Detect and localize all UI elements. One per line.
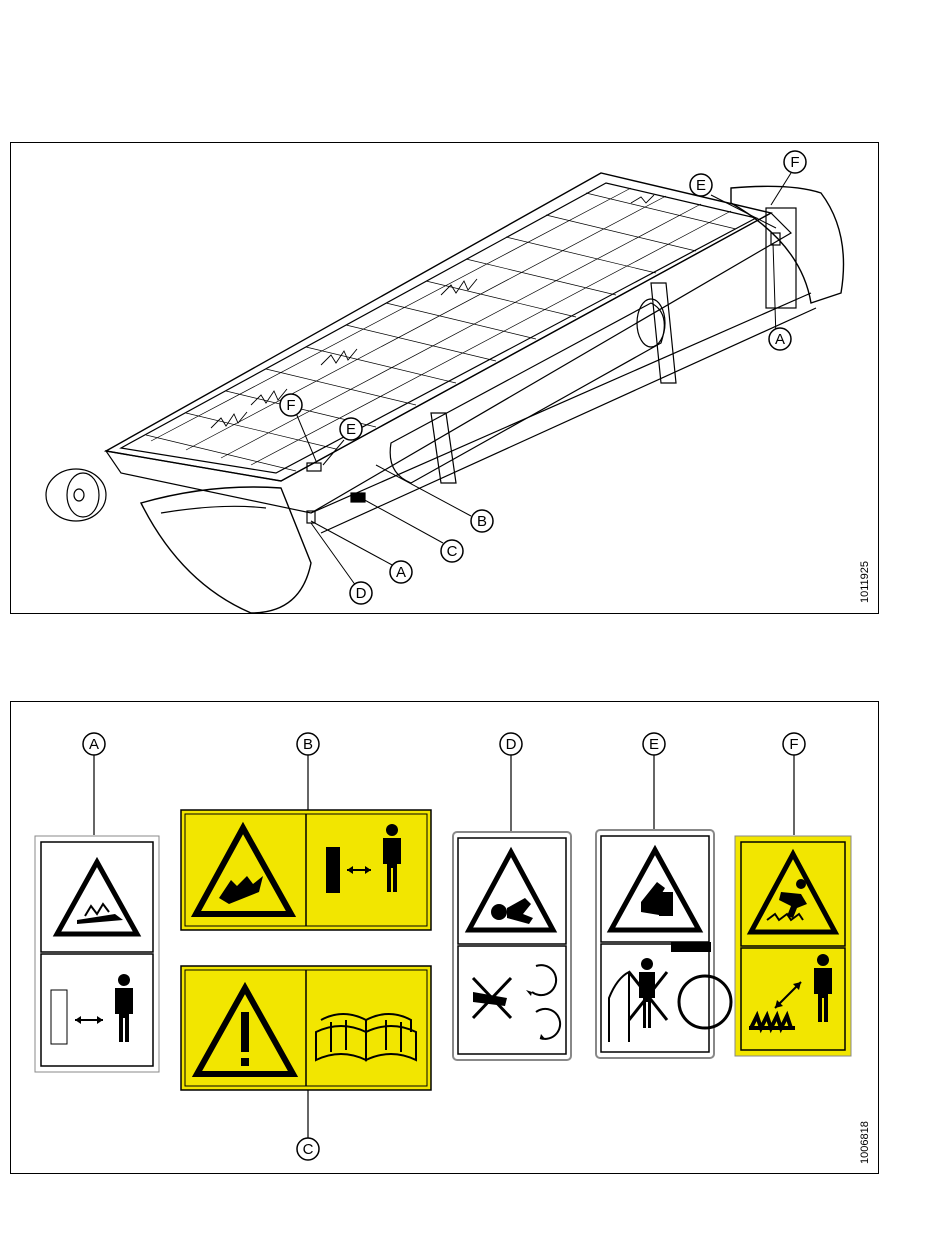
callout-a: A <box>390 561 412 583</box>
callout-letter: F <box>286 397 295 414</box>
callout-c: C <box>441 540 463 562</box>
decal-b <box>181 810 431 930</box>
callout-letter: A <box>396 564 406 581</box>
callout-e: E <box>690 174 712 196</box>
figure-id: 1006818 <box>859 1121 871 1164</box>
callout-d: D <box>350 582 372 604</box>
callout-letter: D <box>356 585 367 602</box>
gauge-wheel <box>46 469 106 521</box>
header-illustration: F E A F E B C A D <box>11 143 878 613</box>
callout-letter: E <box>346 421 356 438</box>
callout-letter: F <box>789 736 798 753</box>
header-illustration-panel: F E A F E B C A D 1011925 <box>10 142 879 614</box>
callout-f: F <box>784 151 806 173</box>
right-end-shield <box>731 186 844 303</box>
auger-tube <box>390 303 664 483</box>
conveyor-deck <box>106 173 771 481</box>
callout-c: C <box>297 1138 319 1160</box>
decal-d <box>453 832 571 1060</box>
callout-f: F <box>280 394 302 416</box>
callout-letter: E <box>649 736 659 753</box>
callout-a: A <box>769 328 791 350</box>
callout-f: F <box>783 733 805 755</box>
callout-e: E <box>643 733 665 755</box>
decal-f <box>735 836 851 1056</box>
callout-letter: B <box>477 513 487 530</box>
decal-e <box>596 830 731 1058</box>
callout-e: E <box>340 418 362 440</box>
callout-letter: B <box>303 736 313 753</box>
callout-d: D <box>500 733 522 755</box>
figure-id: 1011925 <box>859 561 871 603</box>
decal-c <box>181 966 431 1090</box>
callout-letter: C <box>303 1141 314 1158</box>
callout-letter: E <box>696 177 706 194</box>
decal-a <box>35 836 159 1072</box>
callout-b: B <box>471 510 493 532</box>
callout-b: B <box>297 733 319 755</box>
callout-letter: D <box>506 736 517 753</box>
decals-illustration: A B C D E F <box>11 702 878 1173</box>
decals-panel: A B C D E F 1006818 <box>10 701 879 1174</box>
callout-letter: A <box>89 736 99 753</box>
callout-letter: F <box>790 154 799 171</box>
callout-letter: A <box>775 331 785 348</box>
callout-a: A <box>83 733 105 755</box>
callout-letter: C <box>447 543 458 560</box>
